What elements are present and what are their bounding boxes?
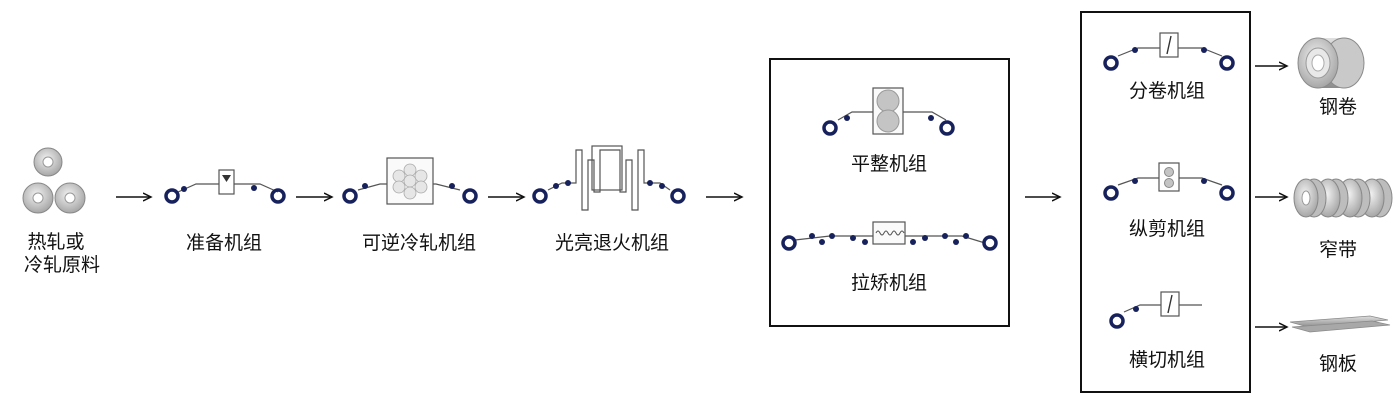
reversing-mill-label: 可逆冷轧机组 (362, 232, 476, 254)
cut-to-length-icon (1109, 291, 1202, 329)
steel-coil-icon (1297, 37, 1365, 89)
skin-pass-mill-label: 平整机组 (851, 153, 927, 175)
recoiling-line-label: 分卷机组 (1129, 80, 1205, 102)
tension-leveler-icon (781, 221, 998, 251)
prep-line-label: 准备机组 (186, 232, 262, 254)
prep-line-icon (164, 169, 286, 204)
raw-material-label-line2: 冷轧原料 (24, 254, 100, 276)
bright-annealing-icon (532, 145, 686, 211)
raw-material-label-line1: 热轧或 (27, 231, 84, 253)
reversing-mill-icon (342, 157, 478, 205)
cut-to-length-label: 横切机组 (1129, 349, 1205, 371)
slitting-line-icon (1103, 162, 1235, 201)
slitting-line-label: 纵剪机组 (1129, 218, 1205, 240)
narrow-strip-icon (1293, 178, 1393, 218)
bright-annealing-label: 光亮退火机组 (555, 232, 669, 254)
skin-pass-mill-icon (822, 87, 955, 136)
cutting-group-box (1080, 11, 1251, 393)
steel-coil-label: 钢卷 (1319, 96, 1357, 118)
recoiling-line-icon (1103, 32, 1235, 71)
steel-plate-icon (1289, 315, 1391, 333)
narrow-strip-label: 窄带 (1319, 239, 1357, 261)
tension-leveler-label: 拉矫机组 (851, 272, 927, 294)
steel-plate-label: 钢板 (1319, 353, 1357, 375)
raw-coils-icon (22, 147, 86, 214)
